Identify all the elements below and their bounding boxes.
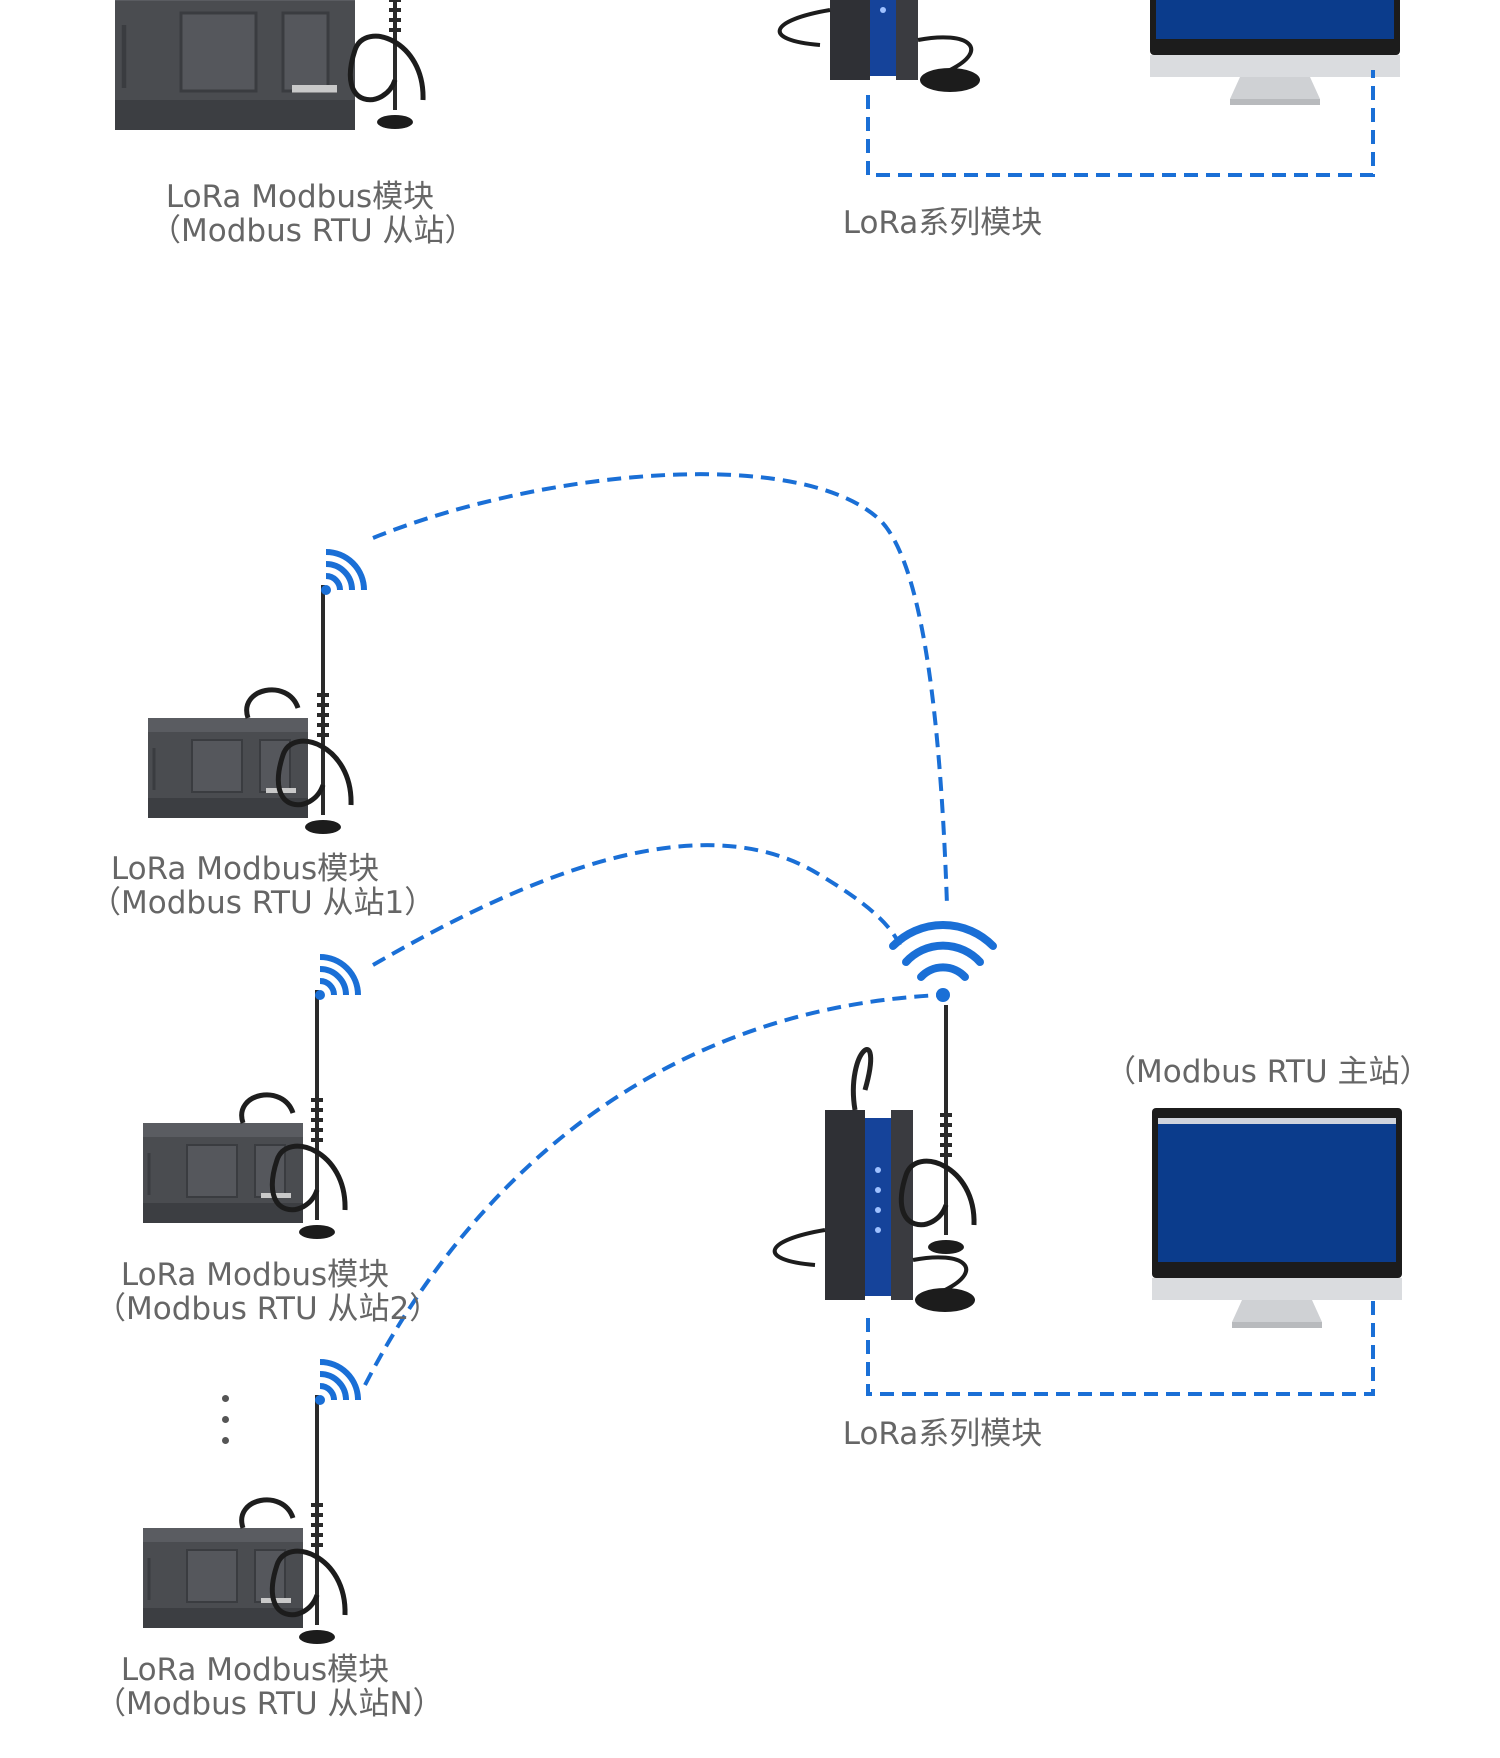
wireless-link-2 [371, 843, 902, 967]
master-wifi-signal-icon [889, 920, 997, 1002]
top-master-module-label: LoRa系列模块 [842, 205, 1043, 241]
top-slave-label-line2: （Modbus RTU 从站） [150, 213, 476, 249]
top-slave-label-line1: LoRa Modbus模块 [165, 179, 435, 215]
master-lora-gateway [775, 920, 997, 1312]
master-role-label: （Modbus RTU 主站） [1105, 1054, 1431, 1090]
top-lora-gateway [780, 0, 980, 92]
master-monitor [1152, 1108, 1402, 1328]
slave-label-1-line1: LoRa Modbus模块 [110, 851, 380, 887]
top-slave-device [115, 0, 423, 130]
slave-label-n-line1: LoRa Modbus模块 [120, 1652, 390, 1688]
slave-label-1: LoRa Modbus模块 （Modbus RTU 从站1） [90, 851, 436, 921]
wireless-link-n [363, 993, 941, 1386]
slave-label-2-line1: LoRa Modbus模块 [120, 1257, 390, 1293]
slave-label-2: LoRa Modbus模块 （Modbus RTU 从站2） [95, 1257, 441, 1327]
top-slave-label: LoRa Modbus模块 （Modbus RTU 从站） [150, 179, 476, 249]
slave-device-2 [143, 957, 358, 1239]
wireless-link-1 [372, 472, 949, 906]
master-module-label: LoRa系列模块 [842, 1416, 1043, 1452]
slave-label-2-line2: （Modbus RTU 从站2） [95, 1291, 441, 1327]
slave-label-n-line2: （Modbus RTU 从站N） [95, 1686, 444, 1722]
top-wired-link [866, 70, 1375, 177]
slave-label-1-line2: （Modbus RTU 从站1） [90, 885, 436, 921]
more-slaves-ellipsis [222, 1395, 230, 1458]
wireless-links [363, 472, 949, 1386]
slave-label-n: LoRa Modbus模块 （Modbus RTU 从站N） [95, 1652, 444, 1722]
slave-device-n [143, 1362, 358, 1644]
top-monitor [1150, 0, 1400, 105]
slave-device-1 [148, 552, 364, 834]
